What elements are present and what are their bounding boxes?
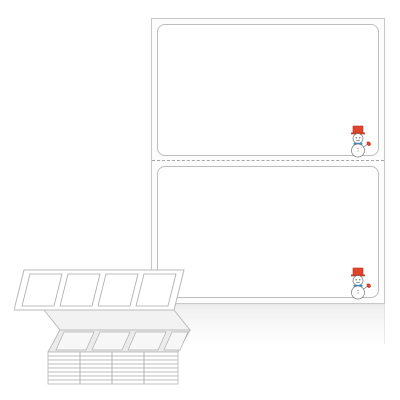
folded-sheet <box>42 309 192 353</box>
sheet-reflection <box>151 304 385 344</box>
label-bottom <box>157 166 379 300</box>
top-fanfold-sheet <box>14 269 185 311</box>
stacked-sheets <box>47 351 179 385</box>
fanfold-label-stack <box>14 269 192 385</box>
snowman-icon <box>351 267 371 300</box>
snowman-icon <box>351 125 371 158</box>
perforation-line <box>152 160 384 161</box>
label-sheet <box>151 18 385 304</box>
label-top <box>157 24 379 158</box>
